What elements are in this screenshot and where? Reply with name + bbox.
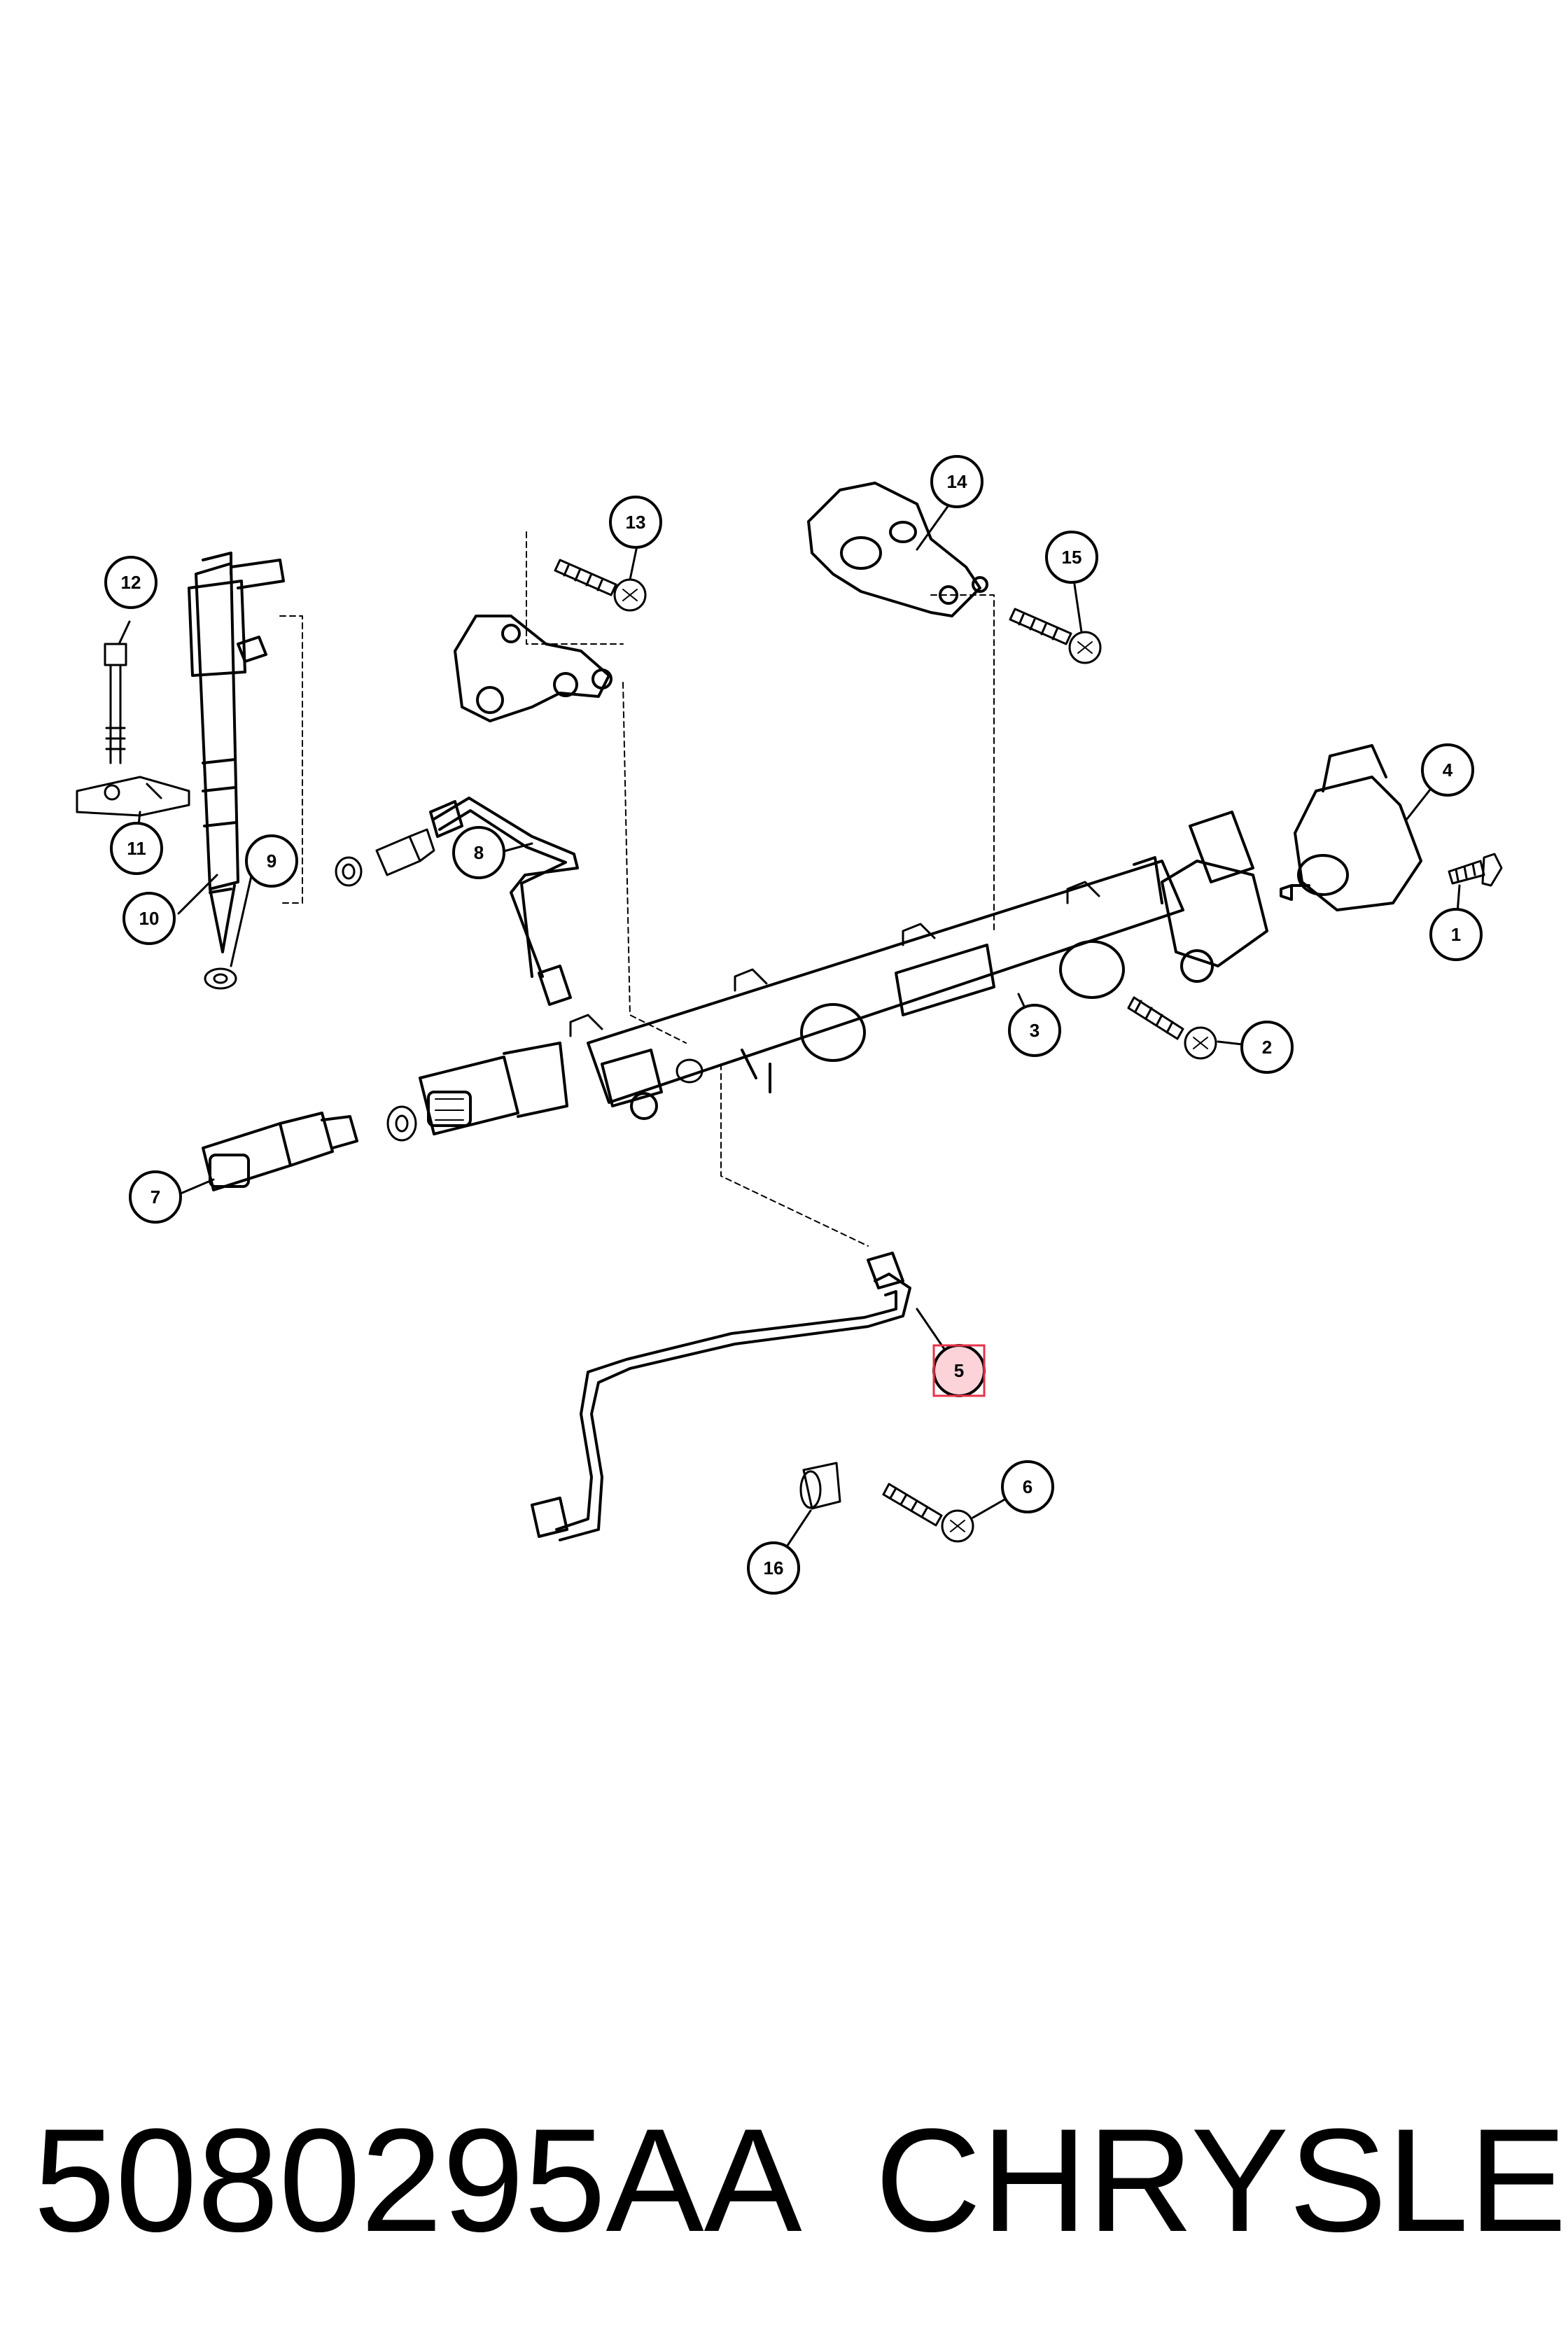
rail-end-valve [1133,744,1422,983]
callout-12: 12 [104,556,158,609]
callout-label: 14 [947,471,967,492]
callout-label: 12 [121,572,141,593]
rail-outlets [569,881,1100,1084]
callout-2: 2 [1240,1021,1294,1074]
callout-10: 10 [122,892,176,945]
callout-label: 15 [1062,547,1082,568]
bracket-13-shape [454,615,612,722]
callout-9: 9 [245,834,298,888]
callout-label: 9 [267,850,276,872]
callout-label: 13 [626,512,646,533]
part-number: 5080295AA [34,2098,802,2262]
callout-1: 1 [1429,908,1483,961]
injector [188,552,285,953]
bolt-1-shape [1448,853,1503,887]
callout-14: 14 [930,455,983,508]
sensor-7-shape [202,1112,358,1191]
callout-label: 16 [764,1558,784,1578]
bolt-6-shape [882,1483,974,1543]
brand-name: CHRYSLER [875,2098,1568,2262]
clamp-bolt-12 [104,643,127,764]
dashed-leaders [279,531,995,1247]
callout-label: 5 [954,1360,964,1381]
washers [204,856,417,1142]
callout-5-highlighted[interactable]: 5 [932,1344,986,1397]
callout-label: 11 [127,838,146,859]
callout-label: 8 [474,842,484,863]
callout-8: 8 [452,826,505,879]
callout-13: 13 [609,496,662,549]
callout-7: 7 [129,1170,182,1224]
bolt-2-shape [1127,996,1217,1060]
callout-4: 4 [1421,743,1474,797]
fuel-rail [587,860,1184,1120]
callout-label: 7 [150,1186,160,1208]
bolt-15-shape [1009,608,1102,664]
callouts: 1 2 3 4 5 6 [104,455,1483,1595]
callout-label: 3 [1030,1020,1040,1041]
fuel-line-5 [531,1252,911,1541]
callout-label: 10 [139,908,160,929]
callout-label: 4 [1443,760,1453,780]
clip-16-shape [799,1462,841,1510]
fuel-line-8 [429,797,579,1006]
clamp-11-shape [76,776,190,817]
rail-pressure-sensor [419,1042,568,1135]
callout-15: 15 [1045,531,1098,584]
callout-11: 11 [110,822,163,875]
callout-label: 1 [1451,924,1461,945]
callout-16: 16 [747,1541,800,1595]
callout-label: 6 [1023,1476,1032,1497]
callout-3: 3 [1008,1004,1061,1057]
callout-label: 2 [1262,1037,1272,1058]
callout-6: 6 [1001,1460,1054,1513]
fitting-9-shape [375,828,435,876]
bracket-14-shape [807,482,988,617]
